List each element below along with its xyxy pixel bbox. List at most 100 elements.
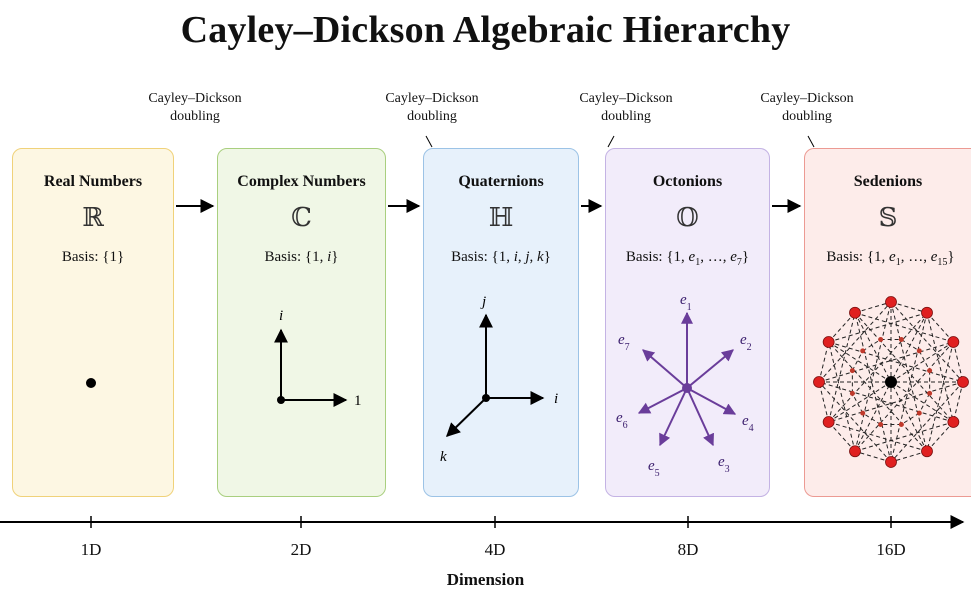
dim-label-2d: 2D	[290, 540, 312, 559]
sedenion-inner-node	[927, 368, 933, 374]
sedenion-edge	[926, 341, 954, 452]
card-title: Quaternions	[458, 173, 544, 190]
sedenion-edge	[818, 381, 892, 463]
sedenion-inner-node	[916, 410, 922, 416]
sedenion-edge	[890, 381, 964, 463]
complex-plane: i 1	[274, 308, 362, 409]
sedenion-edge	[854, 421, 954, 452]
sedenion-edge	[890, 301, 964, 383]
card-title: Complex Numbers	[237, 173, 366, 190]
dim-label-16d: 16D	[876, 540, 906, 559]
sedenion-edge	[854, 450, 892, 463]
card-title: Real Numbers	[43, 173, 143, 190]
sedenion-node	[947, 416, 960, 428]
sedenion-node	[885, 456, 897, 468]
card-sedenions: Sedenions 𝕊 Basis: {1, e1, …, e15}	[804, 148, 971, 497]
sedenion-center	[885, 376, 897, 388]
sedenion-edge	[854, 381, 892, 452]
doubling-label-2: Cayley–Dickson doubling	[362, 90, 502, 126]
sedenion-edge	[854, 301, 892, 314]
doubling-line2: doubling	[601, 109, 651, 124]
algebra-symbol: ℂ	[291, 203, 312, 233]
octonion-label: e5	[648, 458, 660, 479]
basis-text: Basis: {1, e1, …, e7}	[625, 249, 750, 268]
doubling-label-1: Cayley–Dickson doubling	[125, 90, 265, 126]
sedenion-edge	[854, 301, 892, 452]
dim-label-1d: 1D	[80, 540, 102, 559]
sedenion-edge	[818, 301, 892, 383]
sedenion-edge	[890, 312, 928, 463]
octonion-label: e2	[740, 332, 752, 353]
octonion-label: e4	[742, 413, 754, 434]
sedenion-edge	[854, 341, 954, 452]
basis-text: Basis: {1, e1, …, e15}	[826, 249, 955, 268]
octonion-arrow	[686, 387, 714, 447]
sedenion-node	[957, 376, 969, 388]
sedenion-edge	[854, 312, 954, 343]
sedenion-inner-node	[878, 336, 884, 342]
sedenion-node	[885, 296, 897, 308]
sedenion-edge	[851, 393, 864, 414]
dim-label-4d: 4D	[484, 540, 506, 559]
doubling-line1: Cayley–Dickson	[385, 91, 479, 106]
sedenion-edge	[890, 301, 928, 452]
octonion-label: e3	[718, 454, 730, 475]
sedenion-node	[822, 336, 835, 348]
sedenion-edge	[890, 312, 928, 383]
card-title: Octonions	[652, 173, 723, 190]
quaternion-axis-j: j	[480, 294, 486, 310]
octonion-arrow	[642, 349, 688, 389]
sedenion-edge	[854, 312, 892, 383]
sedenion-edge	[918, 393, 931, 414]
octonion-label: e7	[618, 332, 630, 353]
dimension-axis	[0, 515, 965, 529]
octonion-label: e6	[616, 410, 628, 431]
octonion-arrow	[686, 387, 737, 415]
octonion-center	[682, 383, 692, 393]
octonion-label: e1	[680, 292, 692, 313]
quaternion-axes: j i k	[440, 294, 558, 465]
sedenion-inner-node	[849, 390, 855, 396]
sedenion-edge	[818, 381, 954, 423]
sedenion-inner-node	[860, 348, 866, 354]
card-real-numbers: Real Numbers ℝ Basis: {1}	[12, 148, 174, 497]
doubling-line1: Cayley–Dickson	[760, 91, 854, 106]
sedenion-edge	[828, 312, 856, 423]
sedenion-inner-node	[878, 422, 884, 428]
sedenion-node	[813, 376, 825, 388]
sedenion-edge	[926, 421, 954, 452]
basis-text: Basis: {1, i, j, k}	[451, 249, 551, 265]
basis-text: Basis: {1}	[61, 249, 125, 265]
sedenion-edge	[828, 341, 892, 383]
sedenion-edge	[854, 312, 892, 463]
sedenion-edge	[918, 350, 931, 371]
complex-axis-i: i	[279, 308, 283, 324]
algebra-symbol: ℍ	[488, 203, 514, 233]
sedenion-node	[849, 306, 861, 319]
doubling-line1: Cayley–Dickson	[148, 91, 242, 106]
algebra-symbol: 𝕆	[676, 203, 699, 233]
sedenion-edge	[828, 381, 892, 423]
quaternion-axis-i: i	[554, 391, 558, 407]
sedenion-node	[921, 445, 933, 458]
leader-line	[425, 135, 433, 148]
quaternion-axis-k: k	[440, 449, 447, 465]
sedenion-edge	[828, 421, 928, 452]
sedenion-inner-node	[927, 390, 933, 396]
sedenion-node	[849, 445, 861, 458]
doubling-line2: doubling	[407, 109, 457, 124]
sedenion-edge	[828, 341, 856, 452]
leader-line	[807, 135, 815, 148]
sedenion-inner-node	[860, 410, 866, 416]
doubling-label-4: Cayley–Dickson doubling	[737, 90, 877, 126]
sedenion-node	[921, 306, 933, 319]
page-title: Cayley–Dickson Algebraic Hierarchy	[180, 9, 791, 51]
card-title: Sedenions	[853, 173, 923, 190]
dim-label-8d: 8D	[677, 540, 699, 559]
octonion-arrow	[686, 349, 734, 389]
sedenion-inner-node	[916, 348, 922, 354]
sedenion-network	[813, 296, 969, 468]
sedenion-edge	[890, 381, 928, 452]
doubling-line1: Cayley–Dickson	[579, 91, 673, 106]
